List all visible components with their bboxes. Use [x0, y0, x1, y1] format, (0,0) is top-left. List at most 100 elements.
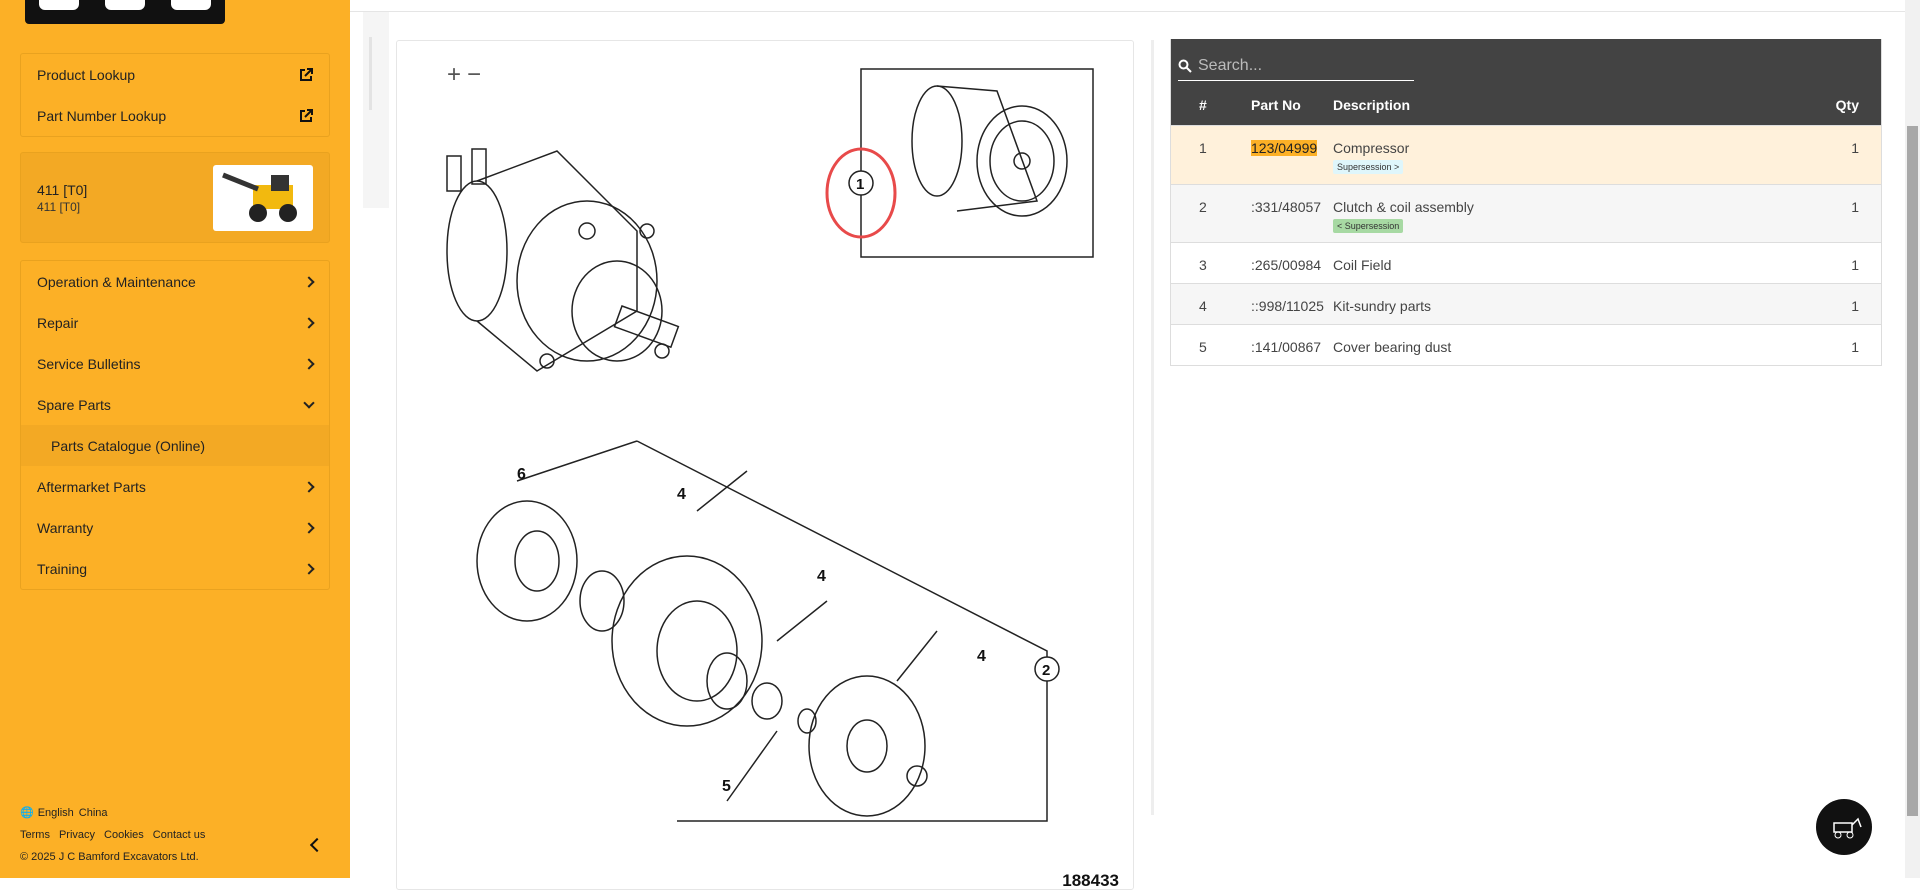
- menu-label: Spare Parts: [37, 396, 111, 413]
- table-row[interactable]: 2 :331/48057 Clutch & coil assembly < Sup…: [1171, 184, 1881, 242]
- product-subtitle: 411 [T0]: [37, 199, 81, 214]
- col-part-no[interactable]: Part No: [1251, 97, 1301, 113]
- chevron-down-icon: [303, 396, 315, 409]
- page-scrollbar[interactable]: [1905, 0, 1920, 878]
- contact-link[interactable]: Contact us: [152, 829, 206, 841]
- menu-operation-maintenance[interactable]: Operation & Maintenance: [21, 261, 329, 302]
- row-part-no: :331/48057: [1251, 199, 1322, 215]
- callout-4b: 4: [817, 568, 826, 585]
- row-part-no: 123/04999: [1251, 140, 1318, 156]
- link-label: Product Lookup: [37, 66, 136, 83]
- top-divider: [350, 11, 1905, 12]
- search-icon: [1178, 59, 1192, 73]
- sidebar: Product Lookup Part Number Lookup 411 [T…: [0, 0, 350, 878]
- row-num: 4: [1199, 298, 1207, 314]
- table-header: # Part No Description Qty: [1171, 39, 1881, 125]
- callout-4c: 4: [977, 648, 986, 665]
- menu-repair[interactable]: Repair: [21, 302, 329, 343]
- supersession-next-badge[interactable]: Supersession >: [1333, 160, 1404, 174]
- menu-label: Parts Catalogue (Online): [51, 437, 206, 454]
- zoom-out-button[interactable]: −: [467, 61, 482, 88]
- panel-divider[interactable]: [1151, 40, 1154, 815]
- row-description: Kit-sundry parts: [1333, 298, 1432, 314]
- row-qty: 1: [1851, 257, 1859, 273]
- menu-label: Aftermarket Parts: [37, 478, 146, 495]
- chevron-right-icon: [303, 357, 315, 370]
- exploded-parts: [476, 440, 1048, 822]
- product-card[interactable]: 411 [T0]411 [T0]: [20, 152, 330, 243]
- menu-service-bulletins[interactable]: Service Bulletins: [21, 343, 329, 384]
- side-handle[interactable]: [363, 12, 389, 208]
- col-qty[interactable]: Qty: [1835, 97, 1859, 113]
- globe-icon: 🌐: [20, 807, 34, 819]
- menu-spare-parts[interactable]: Spare Parts: [21, 384, 329, 425]
- product-image: [213, 164, 313, 231]
- callout-6: 6: [517, 466, 526, 483]
- table-row[interactable]: 3 :265/00984 Coil Field 1: [1171, 242, 1881, 283]
- row-qty: 1: [1851, 339, 1859, 355]
- main-menu: Operation & Maintenance Repair Service B…: [20, 260, 330, 590]
- row-part-no: :265/00984: [1251, 257, 1322, 273]
- row-num: 3: [1199, 257, 1207, 273]
- row-description: Cover bearing dust: [1333, 339, 1452, 355]
- menu-parts-catalogue-online[interactable]: Parts Catalogue (Online): [21, 425, 329, 466]
- table-row[interactable]: 5 :141/00867 Cover bearing dust 1: [1171, 324, 1881, 365]
- row-num: 1: [1199, 140, 1207, 156]
- external-link-icon: [300, 108, 313, 122]
- menu-aftermarket-parts[interactable]: Aftermarket Parts: [21, 466, 329, 507]
- menu-label: Operation & Maintenance: [37, 273, 196, 290]
- row-qty: 1: [1851, 140, 1859, 156]
- diagram-panel: + − 1 6 4 4 4 5 2 188433: [396, 40, 1134, 890]
- inset-compressor: [911, 85, 1068, 217]
- callout-2: 2: [1042, 662, 1050, 679]
- search-box[interactable]: [1178, 51, 1414, 81]
- jcb-logo[interactable]: [25, 0, 225, 24]
- chevron-right-icon: [303, 521, 315, 534]
- row-part-no: ::998/11025: [1251, 298, 1324, 314]
- table-row[interactable]: 4 ::998/11025 Kit-sundry parts 1: [1171, 283, 1881, 324]
- col-num[interactable]: #: [1199, 97, 1207, 113]
- chevron-right-icon: [303, 562, 315, 575]
- row-description: Clutch & coil assembly: [1333, 199, 1474, 215]
- callout-4a: 4: [677, 486, 686, 503]
- assistant-button[interactable]: [1816, 799, 1872, 855]
- collapse-sidebar-button[interactable]: [309, 837, 325, 853]
- menu-warranty[interactable]: Warranty: [21, 507, 329, 548]
- row-num: 5: [1199, 339, 1207, 355]
- inset-frame: [860, 68, 1094, 258]
- external-link-icon: [300, 67, 313, 81]
- menu-label: Training: [37, 560, 88, 577]
- menu-label: Service Bulletins: [37, 355, 141, 372]
- search-input[interactable]: [1198, 56, 1398, 75]
- row-description: Coil Field: [1333, 257, 1392, 273]
- copyright: © 2025 J C Bamford Excavators Ltd.: [20, 851, 199, 863]
- sidebar-footer: 🌐English China Terms Privacy Cookies Contact…: [20, 802, 214, 868]
- terms-link[interactable]: Terms: [20, 829, 50, 841]
- scrollbar-thumb[interactable]: [1907, 126, 1918, 816]
- quick-links: Product Lookup Part Number Lookup: [20, 53, 330, 137]
- row-description: Compressor: [1333, 140, 1410, 156]
- callout-5: 5: [722, 778, 731, 795]
- chevron-right-icon: [303, 275, 315, 288]
- svg-text:1: 1: [856, 176, 864, 193]
- figure-number: 188433: [1062, 871, 1119, 890]
- zoom-in-button[interactable]: +: [447, 61, 462, 88]
- link-label: Part Number Lookup: [37, 107, 167, 124]
- col-description[interactable]: Description: [1333, 97, 1411, 113]
- menu-training[interactable]: Training: [21, 548, 329, 589]
- supersession-prev-badge[interactable]: < Supersession: [1333, 219, 1404, 233]
- privacy-link[interactable]: Privacy: [58, 829, 96, 841]
- menu-label: Repair: [37, 314, 79, 331]
- exploded-diagram[interactable]: 1 6 4 4 4 5 2: [397, 41, 1135, 871]
- row-num: 2: [1199, 199, 1207, 215]
- product-lookup-link[interactable]: Product Lookup: [21, 54, 329, 95]
- region-link[interactable]: China: [78, 807, 108, 819]
- part-number-lookup-link[interactable]: Part Number Lookup: [21, 95, 329, 136]
- cookies-link[interactable]: Cookies: [104, 829, 144, 841]
- row-qty: 1: [1851, 298, 1859, 314]
- language-link[interactable]: English: [37, 807, 74, 819]
- chevron-right-icon: [303, 316, 315, 329]
- parts-table: # Part No Description Qty 1 123/04999 Co…: [1170, 39, 1882, 366]
- chevron-right-icon: [303, 480, 315, 493]
